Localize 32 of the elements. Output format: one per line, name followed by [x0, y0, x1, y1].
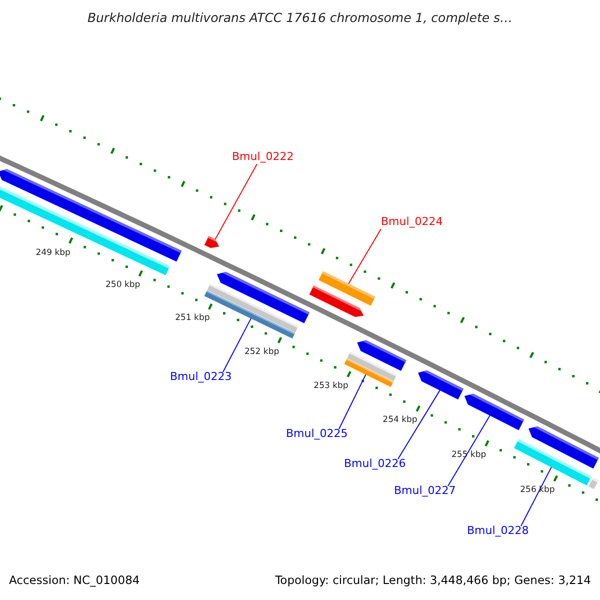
tick-label: 252 kbp	[244, 348, 280, 356]
gene-label: Bmul_0225	[286, 428, 348, 439]
leader-line	[520, 466, 552, 526]
gene-feature	[588, 478, 598, 490]
gene-feature	[528, 426, 599, 469]
tick-label: 249 kbp	[36, 248, 70, 258]
leader-line	[398, 390, 440, 460]
accession-text: Accession: NC_010084	[9, 575, 140, 586]
gene-label: Bmul_0223	[170, 371, 232, 382]
leader-line	[348, 228, 382, 284]
tick-label: 254 kbp	[382, 416, 418, 425]
gene-feature	[204, 236, 220, 248]
gene-feature	[418, 370, 464, 400]
gene-label: Bmul_0227	[394, 485, 456, 496]
title: Burkholderia multivorans ATCC 17616 chromosome 1, complete s…	[86, 12, 514, 24]
gene-label: Bmul_0224	[381, 216, 443, 227]
gene-feature	[347, 352, 397, 382]
gene-feature	[464, 394, 524, 430]
leader-line	[338, 374, 366, 430]
tick-label: 250 kbp	[106, 281, 140, 290]
tick-label: 253 kbp	[314, 382, 348, 390]
tick-label: 255 kbp	[452, 450, 486, 460]
gene-label: Bmul_0226	[344, 458, 406, 469]
tick-label: 251 kbp	[175, 314, 210, 323]
genome-summary-text: Topology: circular; Length: 3,448,466 bp; Genes: 3,214	[275, 575, 591, 586]
gene-label: Bmul_0228	[467, 525, 529, 536]
leader-line	[222, 318, 252, 372]
tick-label: 256 kbp	[520, 486, 555, 494]
leader-line	[214, 164, 258, 240]
leader-line	[448, 415, 490, 486]
gene-label: Bmul_0222	[232, 151, 294, 162]
gene-feature	[309, 286, 364, 317]
